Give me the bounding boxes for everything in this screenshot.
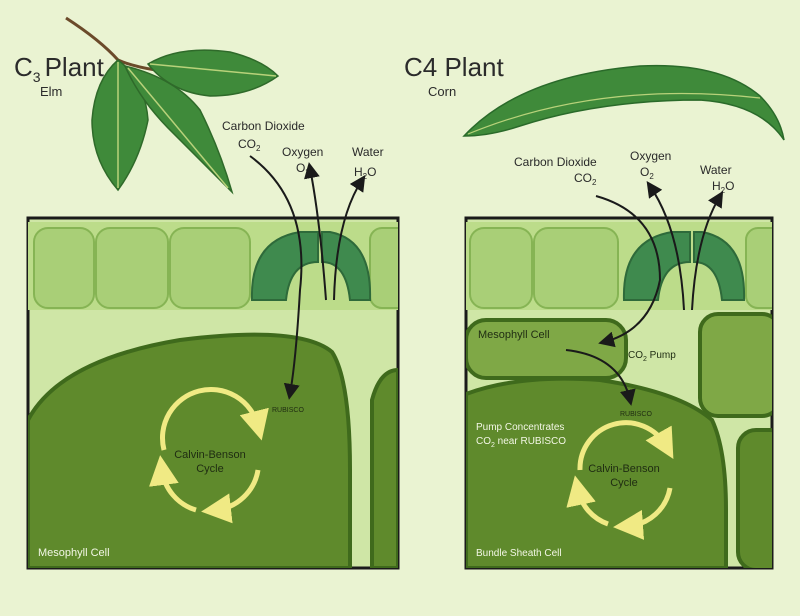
c4-o2-arrow bbox=[646, 181, 685, 311]
epidermis-cell bbox=[169, 227, 251, 309]
c4-o2-formula: O2 bbox=[640, 165, 654, 181]
c4-pump-arrow bbox=[565, 349, 636, 406]
guard-cell bbox=[693, 231, 746, 301]
epidermis-cell bbox=[533, 227, 619, 309]
c4-panel: C4 Plant Corn Calv bbox=[404, 52, 785, 570]
epidermis-cell bbox=[369, 227, 398, 309]
c3-cell-label: Mesophyll Cell bbox=[38, 547, 110, 559]
c4-co2-arrow bbox=[595, 195, 662, 348]
epidermis-cell bbox=[95, 227, 169, 309]
epidermis-cell bbox=[745, 227, 772, 309]
c4-pump-note-line1: Pump Concentrates bbox=[476, 422, 564, 433]
corn-leaf-icon bbox=[462, 64, 785, 141]
c3-cycle-line1: Calvin-Benson bbox=[174, 449, 246, 461]
c3-co2-arrow bbox=[249, 155, 303, 400]
calvin-cycle-icon bbox=[566, 420, 674, 540]
c3-co2-formula: CO2 bbox=[238, 137, 261, 153]
c4-subtitle: Corn bbox=[428, 84, 456, 99]
neighbor-cell bbox=[736, 428, 772, 568]
c4-pump-label: CO2 Pump bbox=[628, 350, 676, 363]
c3-water-formula: H2O bbox=[354, 165, 376, 181]
c4-title: C4 Plant bbox=[404, 52, 504, 82]
guard-cell bbox=[321, 231, 372, 301]
c3-cycle-line2: Cycle bbox=[196, 463, 224, 475]
c3-o2-arrow bbox=[304, 162, 327, 301]
c4-pump-note-line2: CO2 near RUBISCO bbox=[476, 436, 566, 449]
mesophyll-cell bbox=[28, 332, 352, 568]
c4-co2-label: Carbon Dioxide bbox=[514, 155, 597, 169]
c4-water-label: Water bbox=[700, 163, 732, 177]
c4-cycle-line1: Calvin-Benson bbox=[588, 463, 660, 475]
neighbor-cell bbox=[370, 367, 398, 568]
c4-water-arrow bbox=[691, 190, 724, 311]
c4-water-formula: H2O bbox=[712, 179, 734, 195]
c4-o2-label: Oxygen bbox=[630, 149, 671, 163]
c3-o2-label: Oxygen bbox=[282, 145, 323, 159]
c3-water-arrow bbox=[333, 174, 366, 301]
c4-cycle-line2: Cycle bbox=[610, 477, 638, 489]
c4-co2-formula: CO2 bbox=[574, 171, 597, 187]
c4-rubisco: RUBISCO bbox=[620, 411, 652, 418]
c3-o2-formula: O2 bbox=[296, 161, 310, 177]
c3-rubisco: RUBISCO bbox=[272, 407, 304, 414]
neighbor-cell bbox=[698, 312, 772, 418]
c4-mesophyll-label: Mesophyll Cell bbox=[478, 329, 550, 341]
elm-leaf-icon bbox=[65, 16, 280, 195]
c4-cell-label: Bundle Sheath Cell bbox=[476, 548, 562, 559]
c3-subtitle: Elm bbox=[40, 84, 62, 99]
c3-water-label: Water bbox=[352, 145, 384, 159]
epidermis-cell bbox=[469, 227, 533, 309]
calvin-cycle-icon bbox=[149, 387, 269, 524]
epidermis-cell bbox=[33, 227, 95, 309]
c3-co2-label: Carbon Dioxide bbox=[222, 119, 305, 133]
